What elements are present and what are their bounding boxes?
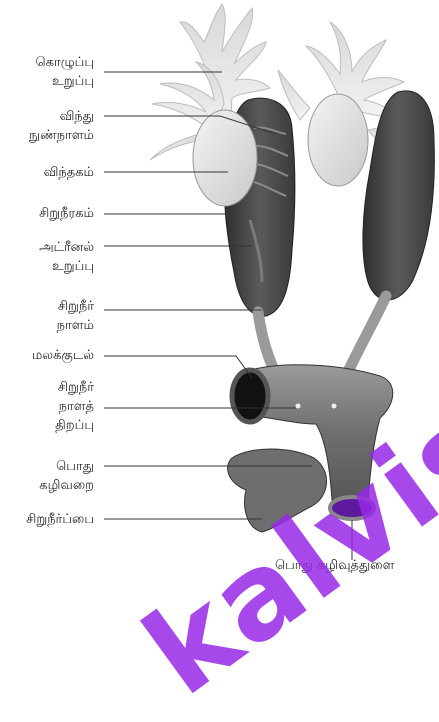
label-ureter-line2: நாளம் <box>57 316 94 335</box>
label-testis-text: விந்தகம் <box>44 163 94 182</box>
label-cloaca-line1: பொது <box>39 457 94 476</box>
label-rectum: மலக்குடல் <box>32 346 94 365</box>
ureter-opening-dot-right <box>332 404 337 409</box>
label-uo-line1: சிறுநீர் <box>55 378 94 397</box>
label-bladder-text: சிறுநீர்ப்பை <box>26 510 94 529</box>
label-bladder: சிறுநீர்ப்பை <box>26 510 94 529</box>
label-uo-line3: திறப்பு <box>55 416 94 435</box>
frog-urogenital-diagram: கொழுப்பு உறுப்பு விந்து நுண்நாளம் விந்தக… <box>0 0 439 583</box>
label-fat-body-line2: உறுப்பு <box>36 72 94 91</box>
label-rectum-text: மலக்குடல் <box>32 346 94 365</box>
label-vasa-line1: விந்து <box>29 107 94 126</box>
label-cloaca: பொது கழிவறை <box>39 457 94 495</box>
label-adrenal-line1: அட்ரீனல் <box>39 238 94 257</box>
label-kidney-text: சிறுநீரகம் <box>39 204 94 223</box>
label-vasa-line2: நுண்நாளம் <box>29 126 94 145</box>
label-vasa-efferentia: விந்து நுண்நாளம் <box>29 107 94 145</box>
label-kidney: சிறுநீரகம் <box>39 204 94 223</box>
rectum-opening <box>232 370 268 422</box>
label-adrenal-line2: உறுப்பு <box>39 257 94 276</box>
label-fat-body-line1: கொழுப்பு <box>36 53 94 72</box>
label-ureter-opening: சிறுநீர் நாளத் திறப்பு <box>55 378 94 435</box>
label-ureter: சிறுநீர் நாளம் <box>57 297 94 335</box>
testis-right <box>308 94 368 186</box>
label-testis: விந்தகம் <box>44 163 94 182</box>
label-ureter-line1: சிறுநீர் <box>57 297 94 316</box>
label-uo-line2: நாளத் <box>55 397 94 416</box>
label-fat-body: கொழுப்பு உறுப்பு <box>36 53 94 91</box>
label-cloaca-line2: கழிவறை <box>39 476 94 495</box>
label-adrenal: அட்ரீனல் உறுப்பு <box>39 238 94 276</box>
kidney-right <box>363 91 434 300</box>
ureter-opening-dot <box>296 404 301 409</box>
